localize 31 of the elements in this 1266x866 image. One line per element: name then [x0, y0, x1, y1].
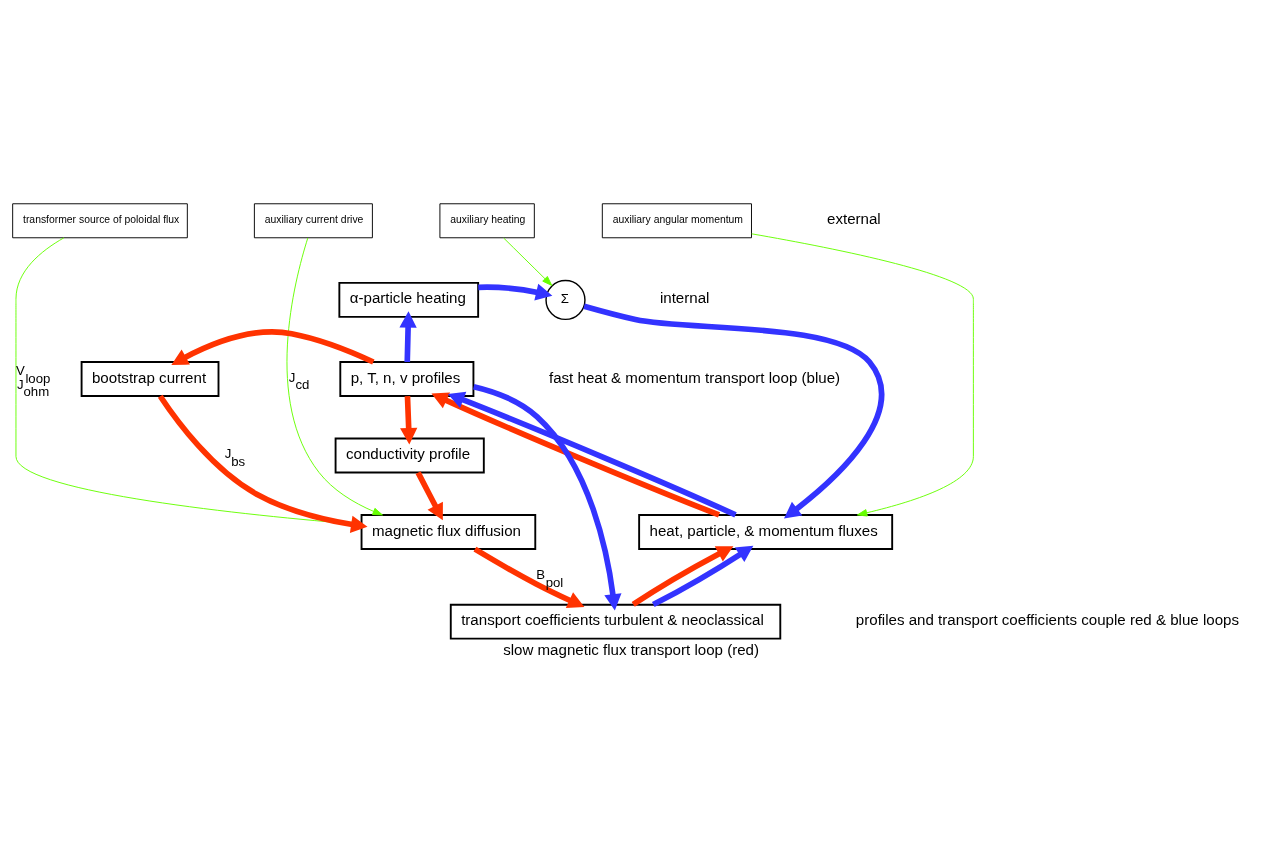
node-box: bootstrap current	[80, 360, 220, 397]
arrow	[171, 328, 375, 365]
node-box: auxiliary current drive	[253, 202, 373, 238]
arrow	[631, 545, 734, 607]
node-box: auxiliary angular momentum	[601, 202, 752, 238]
node-box: transformer source of poloidal flux	[12, 202, 188, 238]
arrow	[157, 394, 368, 533]
label: profiles and transport coefficients couple red & blue loops	[855, 610, 1239, 628]
arrow	[400, 395, 418, 444]
arrow	[651, 545, 754, 607]
node-box: magnetic flux diffusion	[360, 513, 537, 550]
arrow	[473, 383, 622, 611]
node-box: conductivity profile	[334, 437, 485, 473]
arrow	[399, 310, 417, 362]
caption: slow magnetic flux transport loop (red)	[503, 640, 760, 658]
label: fast heat & momentum transport loop (blue)	[548, 368, 841, 386]
arrow	[415, 470, 443, 520]
label: internal	[659, 288, 710, 306]
node-box: auxiliary heating	[439, 202, 535, 238]
arrow	[751, 232, 974, 516]
node-box: α-particle heating	[338, 281, 480, 318]
arrow	[473, 546, 585, 608]
node-box: transport coefficients turbulent & neoclassical	[449, 603, 782, 640]
arrow	[478, 283, 553, 301]
label: external	[827, 209, 881, 227]
node-box: p, T, n, v profiles	[339, 360, 475, 397]
arrow	[583, 303, 884, 519]
arrow	[503, 237, 553, 286]
node-box: heat, particle, & momentum fluxes	[638, 513, 894, 550]
node-circle: Σ	[545, 279, 586, 320]
arrow	[286, 237, 383, 515]
